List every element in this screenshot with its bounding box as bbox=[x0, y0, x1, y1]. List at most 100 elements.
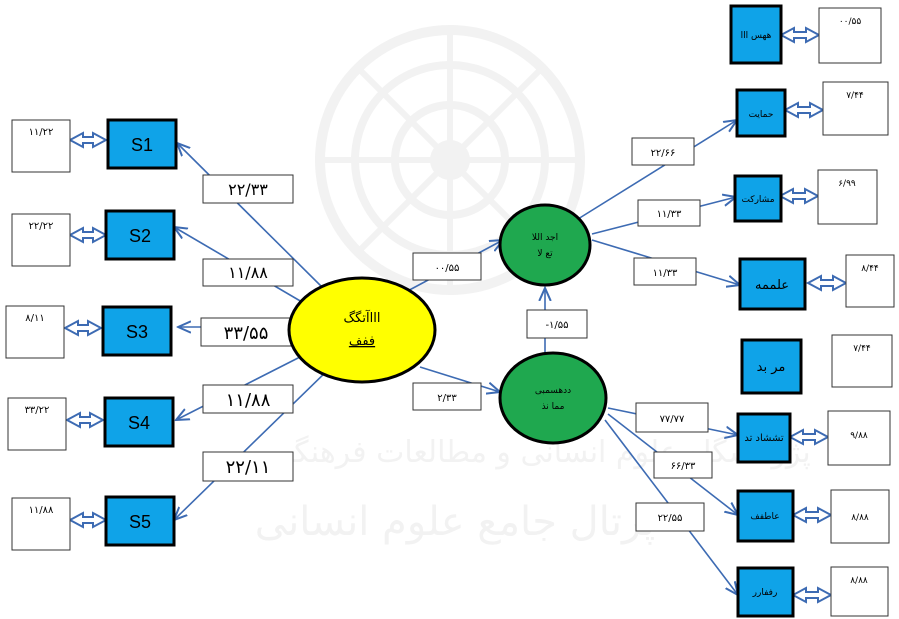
right-loading-boxes: ۲۲/۶۶ ۱۱/۳۳ ۱۱/۳۳ ۷۷/۷۷ ۶۶/۳۳ ۲۲/۵۵ bbox=[631, 137, 713, 532]
path-central-bottom bbox=[419, 366, 500, 392]
path-coefficients: ۰۰/۵۵ ۲/۳۳ -۱/۵۵ bbox=[412, 252, 588, 411]
loading-value: ۲۲/۳۳ bbox=[228, 180, 268, 199]
loading-box-tashad: ۷۷/۷۷ bbox=[635, 402, 709, 433]
left-loading-boxes: ۲۲/۳۳ ۱۱/۸۸ ۳۳/۵۵ ۱۱/۸۸ ۲۲/۱۱ bbox=[200, 174, 294, 482]
error-box-tashad: ۹/۸۸ bbox=[827, 410, 891, 466]
loading-value: ۱۱/۳۳ bbox=[657, 209, 682, 220]
indicator-label: حمایت bbox=[749, 110, 774, 120]
error-box-s4: ۳۳/۲۲ bbox=[7, 397, 67, 451]
loading-value: ۲۲/۶۶ bbox=[651, 148, 676, 159]
error-value: ۶/۹۹ bbox=[838, 179, 856, 189]
error-value: ۷/۴۴ bbox=[846, 91, 864, 101]
coef-value: ۰۰/۵۵ bbox=[435, 263, 460, 274]
central-construct-line2: ففف bbox=[349, 334, 375, 349]
indicator-elm[interactable]: علممه bbox=[738, 257, 807, 311]
loading-box-s1: ۲۲/۳۳ bbox=[202, 174, 294, 204]
loading-box-raftar: ۲۲/۵۵ bbox=[635, 502, 705, 532]
loading-value: ۱۱/۸۸ bbox=[226, 390, 271, 411]
error-value: ۲۲/۲۲ bbox=[29, 221, 54, 232]
loading-value: ۶۶/۳۳ bbox=[671, 461, 696, 472]
double-arrow-icon bbox=[782, 101, 826, 119]
loading-value: ۲۲/۱۱ bbox=[226, 457, 271, 478]
loading-box-atef: ۶۶/۳۳ bbox=[653, 451, 713, 479]
error-value: ۸/۸۸ bbox=[850, 576, 868, 586]
error-box-himayat: ۷/۴۴ bbox=[822, 81, 889, 136]
double-arrow-icon bbox=[62, 319, 104, 337]
error-value: ۸/۴۴ bbox=[861, 264, 879, 274]
left-indicators: S1 S2 S3 S4 S5 bbox=[101, 118, 178, 547]
indicator-s2[interactable]: S2 bbox=[104, 209, 176, 261]
error-value: ۰۰/۵۵ bbox=[839, 17, 862, 27]
error-value: ۷/۴۴ bbox=[853, 344, 871, 354]
left-error-boxes: ۱۱/۲۲ ۲۲/۲۲ ۸/۱۱ ۳۳/۲۲ ۱۱/۸۸ bbox=[5, 119, 71, 551]
indicator-s4[interactable]: S4 bbox=[103, 396, 175, 448]
green-node-bottom[interactable]: ددهسمبی مما نذ bbox=[498, 351, 608, 445]
coef-bottom-top: -۱/۵۵ bbox=[526, 309, 588, 339]
central-construct-line1: اااآتگگ bbox=[344, 309, 381, 326]
indicator-label: S2 bbox=[129, 226, 151, 246]
right-error-boxes: ۰۰/۵۵ ۷/۴۴ ۶/۹۹ ۸/۴۴ ۷/۴۴ ۹/۸۸ ۸/۸۸ ۸/۸ bbox=[817, 7, 895, 617]
coef-central-bottom: ۲/۳۳ bbox=[412, 382, 482, 411]
loading-box-s3: ۳۳/۵۵ bbox=[200, 317, 292, 347]
watermark-line2: پرتال جامع علوم انسانی bbox=[255, 499, 656, 545]
error-value: ۱۱/۲۲ bbox=[29, 127, 54, 138]
loading-box-s4: ۱۱/۸۸ bbox=[202, 384, 294, 414]
indicator-label: علممه bbox=[755, 278, 789, 293]
indicator-raftar[interactable]: رففارر bbox=[736, 566, 795, 618]
coef-value: ۲/۳۳ bbox=[437, 393, 457, 404]
indicator-label: مشارکت bbox=[741, 195, 774, 205]
indicator-label: مر بد bbox=[757, 360, 786, 375]
green-node-top-line1: اجد اللا bbox=[532, 233, 558, 243]
double-arrow-icon bbox=[67, 511, 109, 529]
loading-value: ۲۲/۵۵ bbox=[658, 513, 683, 524]
loading-box-elm: ۱۱/۳۳ bbox=[633, 257, 697, 286]
error-value: ۳۳/۲۲ bbox=[25, 405, 50, 416]
indicator-atef[interactable]: عاطفف bbox=[736, 489, 795, 543]
path-central-s1 bbox=[177, 143, 326, 291]
loading-box-s5: ۲۲/۱۱ bbox=[202, 451, 294, 482]
path-central-s5 bbox=[174, 365, 333, 520]
error-box-raftar: ۸/۸۸ bbox=[830, 566, 889, 617]
indicator-label: ههس ااا bbox=[741, 31, 772, 41]
indicator-himayat[interactable]: حمایت bbox=[735, 88, 787, 138]
double-arrow-icon bbox=[790, 586, 834, 604]
error-box-s2: ۲۲/۲۲ bbox=[11, 213, 71, 267]
error-box-s5: ۱۱/۸۸ bbox=[11, 497, 71, 551]
error-value: ۸/۸۸ bbox=[851, 513, 869, 523]
error-box-musharekat: ۶/۹۹ bbox=[817, 169, 878, 225]
loading-value: ۱۱/۸۸ bbox=[228, 263, 268, 282]
green-node-top-line2: تع لا bbox=[537, 249, 553, 259]
loading-box-himayat: ۲۲/۶۶ bbox=[631, 137, 695, 166]
double-arrow-icon bbox=[805, 274, 849, 292]
indicator-s1[interactable]: S1 bbox=[106, 118, 178, 170]
double-arrow-icon bbox=[67, 226, 109, 244]
indicator-label: S5 bbox=[129, 512, 151, 532]
loading-value: ۷۷/۷۷ bbox=[660, 414, 685, 425]
indicator-s3[interactable]: S3 bbox=[101, 305, 173, 357]
green-node-bottom-line1: ددهسمبی bbox=[535, 386, 571, 396]
indicator-s5[interactable]: S5 bbox=[104, 495, 176, 547]
indicator-top-1[interactable]: ههس ااا bbox=[729, 4, 783, 65]
indicator-label: تششاد تد bbox=[744, 433, 784, 444]
double-arrow-icon bbox=[64, 411, 106, 429]
loading-box-musharekat: ۱۱/۳۳ bbox=[637, 199, 701, 227]
error-box-top-1: ۰۰/۵۵ bbox=[818, 7, 882, 64]
indicator-tashad[interactable]: تششاد تد bbox=[736, 412, 792, 464]
green-node-bottom-line2: مما نذ bbox=[542, 402, 565, 412]
indicator-morabbi[interactable]: مر بد bbox=[740, 338, 803, 395]
indicator-label: S4 bbox=[128, 413, 150, 433]
error-value: ۹/۸۸ bbox=[850, 431, 868, 441]
double-arrow-icon bbox=[790, 506, 834, 524]
error-value: ۱۱/۸۸ bbox=[29, 505, 54, 516]
indicator-label: رففارر bbox=[752, 588, 778, 598]
right-indicators: ههس ااا حمایت مشارکت علممه مر بد تششاد ت… bbox=[729, 4, 807, 618]
path-top-himayat bbox=[577, 120, 737, 220]
central-construct[interactable]: اااآتگگ ففف bbox=[287, 276, 437, 384]
error-box-elm: ۸/۴۴ bbox=[845, 254, 895, 308]
loading-box-s2: ۱۱/۸۸ bbox=[202, 258, 294, 287]
indicator-musharekat[interactable]: مشارکت bbox=[733, 174, 783, 223]
loading-value: ۳۳/۵۵ bbox=[224, 323, 269, 344]
green-node-top[interactable]: اجد اللا تع لا bbox=[498, 203, 592, 287]
indicator-label: S3 bbox=[126, 322, 148, 342]
coef-value: -۱/۵۵ bbox=[545, 320, 568, 331]
